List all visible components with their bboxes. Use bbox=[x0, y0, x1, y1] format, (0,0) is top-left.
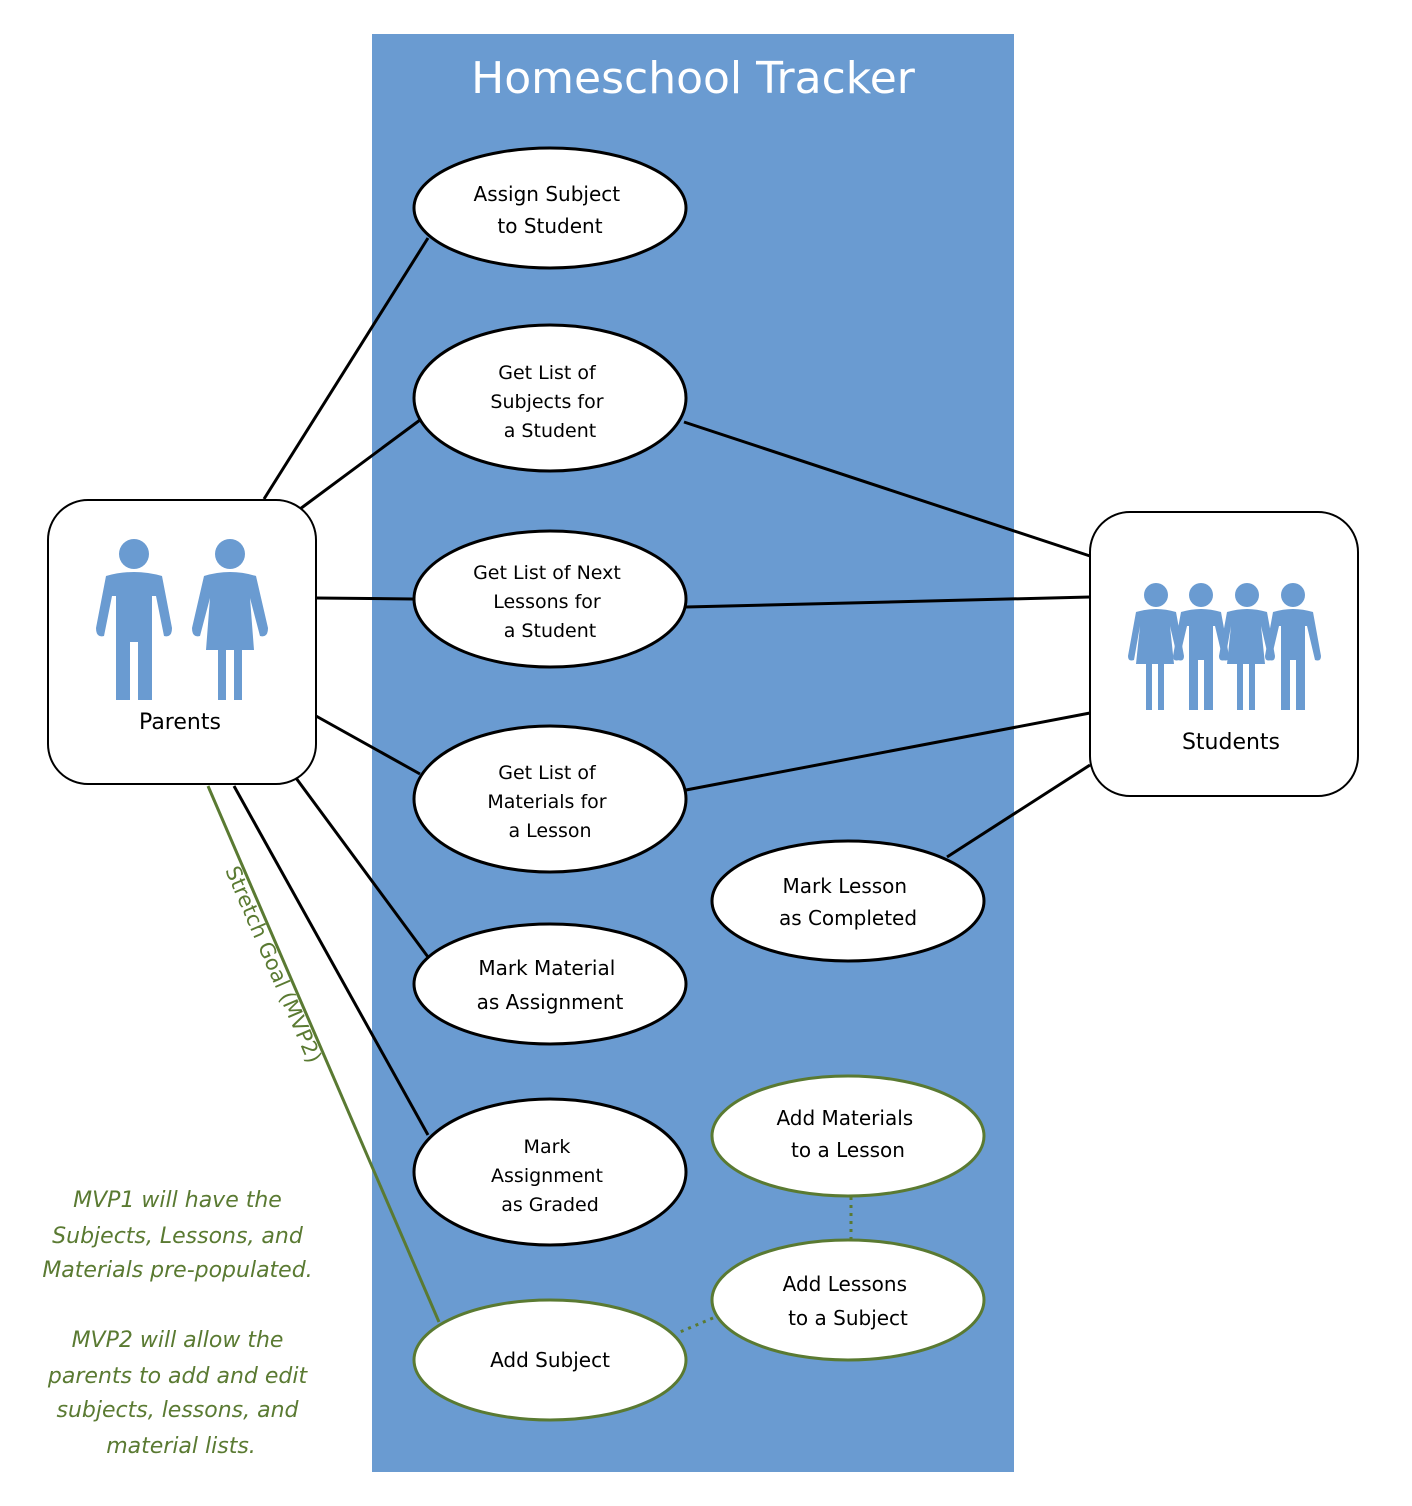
use-case-mark-assignment-graded-line2: Assignment bbox=[491, 1165, 603, 1187]
actor-students-label: Students bbox=[1182, 730, 1280, 755]
use-case-mark-assignment-graded-line1: Mark bbox=[524, 1136, 571, 1158]
use-case-subjects-for-student-line2: Subjects for bbox=[490, 391, 603, 413]
svg-text:Get List of Subjects for: Get List of Subjects for a Student bbox=[490, 362, 609, 442]
assoc-parents-materials-for-lesson bbox=[315, 714, 421, 776]
use-case-materials-for-lesson[interactable] bbox=[412, 724, 688, 874]
use-case-add-subject-line1: Add Subject bbox=[490, 1348, 610, 1372]
note-line-7: subjects, lessons, and bbox=[57, 1398, 300, 1423]
assoc-parents-next-lessons bbox=[315, 596, 414, 601]
use-case-next-lessons-line1: Get List of Next bbox=[473, 562, 621, 584]
use-case-materials-for-lesson-line1: Get List of bbox=[498, 762, 597, 784]
use-case-next-lessons-line3: a Student bbox=[504, 620, 596, 642]
assoc-parents-mark-material-assignment bbox=[294, 777, 430, 958]
use-case-mark-lesson-completed[interactable] bbox=[710, 839, 986, 963]
use-case-subjects-for-student-line1: Get List of bbox=[498, 362, 597, 384]
use-case-materials-for-lesson-line3: a Lesson bbox=[508, 820, 591, 842]
svg-text:Mark Assignment as: Mark Assignment as Graded bbox=[491, 1136, 609, 1216]
note-line-1: MVP1 will have the bbox=[73, 1188, 282, 1213]
stretch-goal-line bbox=[206, 785, 441, 1323]
stretch-goal-label: Stretch Goal (MVP2) bbox=[220, 862, 326, 1066]
svg-text:Get List of Materials fo: Get List of Materials for a Lesson bbox=[487, 762, 612, 842]
use-case-mark-lesson-completed-line2: as Completed bbox=[779, 906, 917, 930]
assoc-students-next-lessons bbox=[685, 595, 1091, 609]
stretch-dependencies bbox=[679, 1197, 853, 1334]
parents-icon bbox=[96, 539, 268, 700]
svg-text:Get List of Next Lessons: Get List of Next Lessons for a Student bbox=[473, 562, 627, 642]
use-case-assign-subject-line2: to Student bbox=[497, 214, 602, 238]
note-line-6: parents to add and edit bbox=[47, 1364, 309, 1389]
use-case-mark-material-assignment-line2: as Assignment bbox=[477, 990, 624, 1014]
assoc-parents-assign-subject bbox=[262, 237, 430, 500]
assoc-students-mark-lesson-completed bbox=[946, 763, 1091, 859]
use-case-add-subject[interactable] bbox=[412, 1298, 688, 1422]
use-case-add-lessons-line1: Add Lessons bbox=[783, 1272, 907, 1296]
use-case-mark-lesson-completed-line1: Mark Lesson bbox=[783, 874, 908, 898]
use-case-next-lessons[interactable] bbox=[412, 529, 688, 669]
use-case-add-lessons[interactable] bbox=[710, 1238, 986, 1362]
use-case-add-materials-line1: Add Materials bbox=[776, 1106, 913, 1130]
use-case-mark-assignment-graded-line3: as Graded bbox=[501, 1194, 599, 1216]
assoc-students-subjects-for-student bbox=[683, 420, 1091, 558]
assoc-parents-mark-assignment-graded bbox=[232, 785, 430, 1136]
use-case-add-lessons-line2: to a Subject bbox=[788, 1306, 908, 1330]
assoc-parents-subjects-for-student bbox=[299, 418, 421, 511]
use-case-materials-for-lesson-line2: Materials for bbox=[487, 791, 606, 813]
svg-text:Add Materials to a Lesso: Add Materials to a Lesson bbox=[776, 1106, 919, 1162]
actor-students[interactable]: Students bbox=[1089, 511, 1359, 797]
use-case-next-lessons-line2: Lessons for bbox=[493, 591, 601, 613]
use-case-mark-material-assignment[interactable] bbox=[412, 922, 688, 1046]
note-line-5: MVP2 will allow the bbox=[72, 1328, 284, 1353]
actor-parents-box bbox=[47, 499, 317, 785]
actor-parents-label: Parents bbox=[139, 710, 221, 735]
actor-parents[interactable]: Parents bbox=[47, 499, 317, 785]
students-icon bbox=[1128, 583, 1321, 710]
note-line-2: Subjects, Lessons, and bbox=[52, 1224, 304, 1249]
use-case-mark-assignment-graded[interactable] bbox=[412, 1097, 688, 1247]
note-line-8: material lists. bbox=[106, 1434, 256, 1459]
svg-text:Add Subject: Add Subject bbox=[490, 1348, 610, 1372]
dep-lessons-subject bbox=[679, 1316, 714, 1334]
use-case-subjects-for-student[interactable] bbox=[412, 323, 688, 473]
use-cases: Assign Subject to Student Get List of Su… bbox=[412, 146, 986, 1422]
use-case-assign-subject[interactable] bbox=[412, 146, 688, 270]
svg-text:Assign Subject to Studen: Assign Subject to Student bbox=[474, 182, 627, 238]
use-case-subjects-for-student-line3: a Student bbox=[504, 420, 596, 442]
use-case-assign-subject-line1: Assign Subject bbox=[474, 182, 621, 206]
assoc-students-materials-for-lesson bbox=[685, 711, 1091, 792]
use-case-add-materials-line2: to a Lesson bbox=[791, 1138, 905, 1162]
use-case-add-materials[interactable] bbox=[710, 1074, 986, 1198]
svg-text:Mark Material as Assignm: Mark Material as Assignment bbox=[477, 956, 624, 1014]
svg-text:MVP1 will have the Subje: MVP1 will have the Subjects, Lessons, an… bbox=[42, 1188, 319, 1459]
system-title: Homeschool Tracker bbox=[471, 53, 916, 104]
parent-associations bbox=[232, 237, 430, 1136]
note-line-3: Materials pre-populated. bbox=[42, 1258, 312, 1283]
mvp-notes: MVP1 will have the Subjects, Lessons, an… bbox=[42, 1188, 319, 1459]
use-case-mark-material-assignment-line1: Mark Material bbox=[478, 956, 615, 980]
student-associations bbox=[683, 420, 1091, 859]
svg-text:Mark Lesson as Completed: Mark Lesson as Completed bbox=[779, 874, 917, 930]
svg-text:Add Lessons to a Subject: Add Lessons to a Subject bbox=[783, 1272, 914, 1330]
